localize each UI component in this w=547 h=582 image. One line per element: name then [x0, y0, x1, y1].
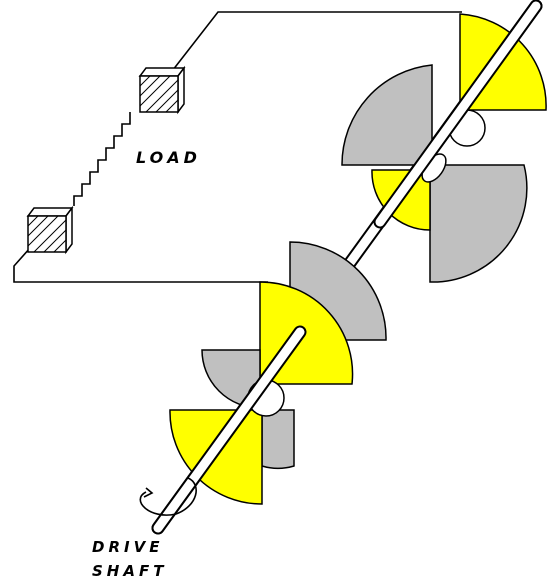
upper-gray-sector-right: [429, 164, 528, 283]
curved-arrow-icon: [139, 477, 197, 516]
lower-gray-sector-right: [261, 409, 295, 470]
lower-load-block-icon: [26, 205, 74, 255]
upper-load-block-icon: [138, 65, 186, 115]
drive-shaft-front: [151, 0, 543, 535]
upper-gray-sector-left: [341, 64, 433, 166]
drive-label: DRIVE: [92, 538, 163, 556]
load-resistor: [73, 112, 131, 206]
bottom-wire: [13, 247, 268, 283]
circuit-wires: [13, 11, 462, 283]
shaft-label: SHAFT: [92, 562, 167, 580]
top-wire: [161, 11, 462, 85]
load-label: LOAD: [136, 148, 201, 167]
